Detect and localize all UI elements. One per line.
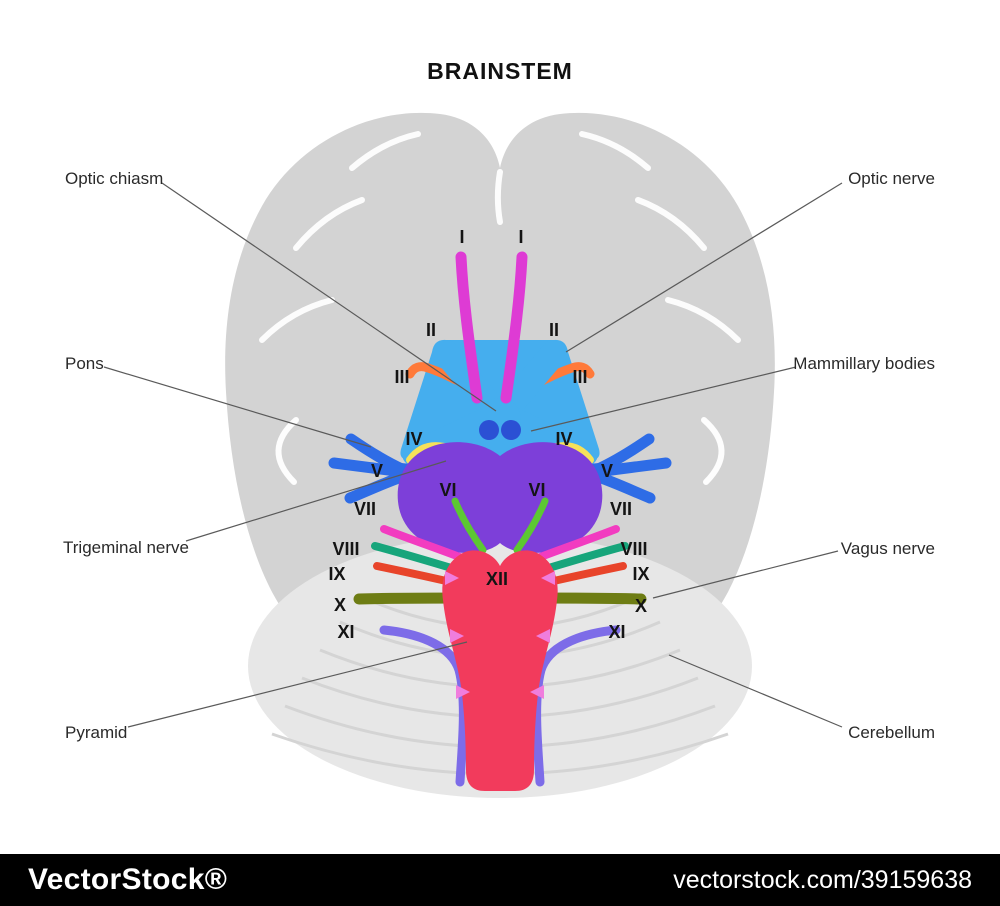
mammillary-leader (530, 366, 797, 432)
sulcus (349, 131, 421, 171)
label-optic-chiasm: Optic chiasm (65, 169, 164, 188)
rootlet-marker (530, 685, 544, 699)
sulcus (665, 297, 741, 343)
label-pyramid: Pyramid (65, 723, 128, 742)
leader-lines (103, 182, 843, 728)
sulcus (259, 297, 335, 343)
sulcus (579, 131, 651, 171)
numeral-XI-right: XI (608, 622, 625, 642)
label-vagus-nerve: Vagus nerve (840, 539, 935, 558)
label-trigeminal-nerve: Trigeminal nerve (63, 538, 189, 557)
olfactory-tracts (455, 251, 528, 404)
hypoglossal-markers (445, 571, 555, 699)
numeral-II-right: II (549, 320, 559, 340)
cranial-nerve-numerals: I I II II III III IV IV V V VI VI VII VI… (328, 227, 649, 642)
sulcus (494, 169, 503, 225)
pyramid-leader (127, 641, 468, 728)
numeral-XII: XII (486, 569, 508, 589)
trigeminal-left-branch (328, 457, 410, 478)
numeral-VII-right: VII (610, 499, 632, 519)
pons-leader (103, 366, 372, 448)
numeral-I-left: I (459, 227, 464, 247)
vectorstock-brand: VectorStock® (28, 863, 228, 896)
rootlet-marker (541, 571, 555, 585)
numeral-VII-left: VII (354, 499, 376, 519)
pons-shape (397, 442, 603, 553)
rootlet-marker (450, 629, 464, 643)
numeral-V-right: V (601, 461, 613, 481)
cerebrum-sulci (259, 131, 741, 485)
numeral-X-left: X (334, 595, 346, 615)
medulla-pyramid-shape (442, 550, 558, 791)
label-optic-nerve: Optic nerve (848, 169, 935, 188)
rootlet-marker (536, 629, 550, 643)
sulcus (635, 197, 707, 251)
abducens-left (451, 497, 487, 554)
vectorstock-credit: vectorstock.com/39159638 (673, 865, 972, 894)
abducens-right (513, 497, 549, 554)
numeral-III-left: III (394, 367, 409, 387)
label-mammillary-bodies: Mammillary bodies (793, 354, 935, 373)
sulcus (293, 197, 365, 251)
optic-nerve-leader (565, 182, 843, 353)
page-title: BRAINSTEM (427, 58, 573, 84)
cerebellum-leader (668, 654, 843, 728)
vagus-leader (652, 550, 839, 599)
numeral-VI-right: VI (528, 480, 545, 500)
rootlet-marker (456, 685, 470, 699)
optic-chiasm-leader (161, 182, 497, 412)
rootlet-marker (445, 571, 459, 585)
label-pons: Pons (65, 354, 104, 373)
mammillary-right (501, 420, 521, 440)
numeral-VIII-right: VIII (620, 539, 647, 559)
trigeminal-left-branch (344, 470, 410, 504)
olfactory-tract-right (500, 251, 528, 404)
numeral-VIII-left: VIII (332, 539, 359, 559)
sulcus (275, 417, 299, 485)
numeral-II-left: II (426, 320, 436, 340)
trigeminal-right-branch (590, 470, 656, 504)
abducens-nerves (451, 497, 549, 554)
watermark-bar: VectorStock® vectorstock.com/39159638 (0, 854, 1000, 906)
numeral-III-right: III (572, 367, 587, 387)
numeral-VI-left: VI (439, 480, 456, 500)
numeral-I-right: I (518, 227, 523, 247)
optic-nerve-right (493, 340, 567, 423)
numeral-XI-left: XI (337, 622, 354, 642)
numeral-X-right: X (635, 596, 647, 616)
mammillary-bodies-shape (479, 420, 521, 440)
brainstem-illustration: I I II II III III IV IV V V VI VI VII VI… (103, 112, 843, 798)
numeral-IX-left: IX (328, 564, 345, 584)
trigeminal-leader (185, 460, 447, 542)
numeral-IV-left: IV (405, 429, 422, 449)
numeral-IV-right: IV (555, 429, 572, 449)
numeral-V-left: V (371, 461, 383, 481)
label-cerebellum: Cerebellum (848, 723, 935, 742)
mammillary-left (479, 420, 499, 440)
sulcus (701, 417, 725, 485)
olfactory-tract-left (455, 251, 483, 404)
trigeminal-right-branch (590, 457, 672, 478)
numeral-IX-right: IX (632, 564, 649, 584)
